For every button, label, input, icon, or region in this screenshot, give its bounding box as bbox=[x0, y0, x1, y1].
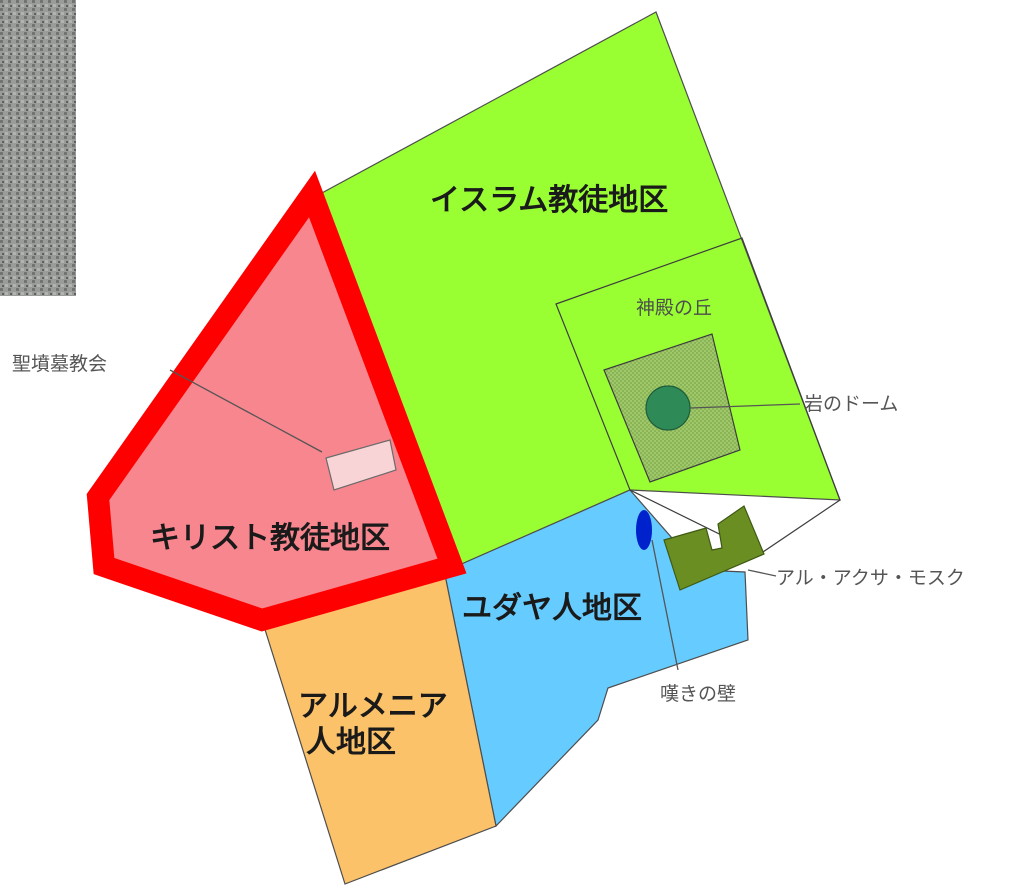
temple-mount-area bbox=[555, 237, 841, 555]
dome-of-rock-shape bbox=[645, 385, 691, 431]
christian-quarter-highlight bbox=[86, 170, 467, 632]
holy-sepulchre-shape bbox=[325, 439, 397, 491]
label-wailing-wall: 嘆きの壁 bbox=[660, 683, 736, 705]
leader-al-aqsa bbox=[747, 569, 777, 577]
leader-holy-sepulchre bbox=[169, 369, 323, 453]
label-christian-quarter: キリスト教徒地区 bbox=[150, 521, 390, 556]
leader-wailing-wall bbox=[651, 539, 679, 671]
label-dome-of-rock: 岩のドーム bbox=[804, 393, 898, 415]
label-muslim-quarter: イスラム教徒地区 bbox=[430, 183, 668, 218]
al-aqsa-shape bbox=[663, 505, 765, 591]
label-jewish-quarter: ユダヤ人地区 bbox=[462, 591, 642, 626]
label-armenian-line1: アルメニア bbox=[298, 689, 448, 724]
label-armenian-line2: 人地区 bbox=[306, 725, 396, 760]
leader-dome-of-rock bbox=[689, 403, 801, 409]
label-al-aqsa: アル・アクサ・モスク bbox=[776, 567, 965, 589]
wailing-wall-shape bbox=[636, 510, 652, 550]
label-temple-mount: 神殿の丘 bbox=[636, 297, 712, 319]
label-holy-sepulchre: 聖墳墓教会 bbox=[12, 353, 107, 375]
district-christian bbox=[98, 194, 452, 620]
